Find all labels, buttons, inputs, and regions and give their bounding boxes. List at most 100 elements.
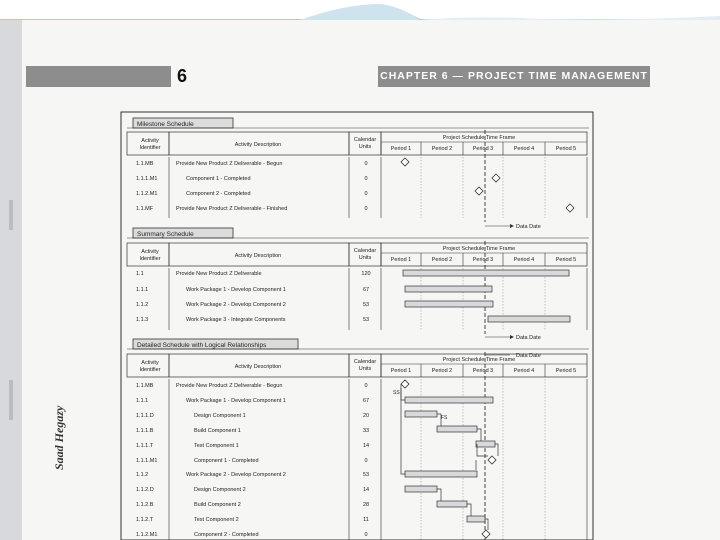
data-date-arrowhead [510, 224, 514, 228]
row-identifier: 1.1.1.B [136, 428, 154, 434]
header-calendar-units-2: Units [359, 144, 372, 150]
row-description: Provide New Product Z Deliverable - Fini… [176, 206, 287, 212]
row-description: Build Component 2 [194, 502, 241, 508]
data-date-label: Data Date [516, 224, 541, 230]
section-title: Summary Schedule [137, 231, 194, 238]
header-period-label: Period 5 [556, 146, 577, 152]
row-calendar-units: 67 [363, 287, 369, 293]
data-date-label: Data Date [516, 353, 541, 359]
row-calendar-units: 33 [363, 428, 369, 434]
detail-bar [466, 515, 486, 523]
row-calendar-units: 0 [364, 458, 367, 464]
dependency-connector [437, 413, 442, 426]
header-period-label: Period 1 [391, 257, 412, 263]
row-calendar-units: 14 [363, 443, 369, 449]
row-calendar-units: 14 [363, 487, 369, 493]
header-activity-identifier-1: Activity [141, 360, 159, 366]
row-description: Build Component 1 [194, 428, 241, 434]
row-calendar-units: 0 [364, 176, 367, 182]
header-period-label: Period 5 [556, 257, 577, 263]
row-identifier: 1.1.2.D [136, 487, 154, 493]
chapter-number: 6 [171, 65, 193, 88]
dependency-connector [485, 518, 489, 530]
row-calendar-units: 0 [364, 383, 367, 389]
row-identifier: 1.1.2.M1 [136, 532, 157, 538]
detail-bar [404, 485, 438, 493]
summary-bar [404, 300, 494, 308]
row-identifier: 1.1.1 [136, 287, 148, 293]
row-description: Design Component 1 [194, 413, 246, 419]
header-period-label: Period 1 [391, 146, 412, 152]
header-period-label: Period 2 [432, 368, 453, 374]
row-identifier: 1.1.2.B [136, 502, 154, 508]
link-label-fs: FS [441, 415, 448, 421]
header-time-frame: Project Schedule Time Frame [443, 135, 515, 141]
row-calendar-units: 67 [363, 398, 369, 404]
header-calendar-units-1: Calendar [354, 137, 376, 143]
row-identifier: 1.1.MB [136, 383, 154, 389]
row-identifier: 1.1.MB [136, 161, 154, 167]
row-calendar-units: 120 [361, 271, 370, 277]
row-description: Component 2 - Completed [186, 191, 251, 197]
row-identifier: 1.1.MF [136, 206, 154, 212]
row-identifier: 1.1.1.M1 [136, 458, 157, 464]
book-page: 6 CHAPTER 6 — PROJECT TIME MANAGEMENT [22, 20, 720, 540]
header-period-label: Period 3 [473, 146, 494, 152]
header-time-frame: Project Schedule Time Frame [443, 357, 515, 363]
row-description: Component 1 - Completed [194, 458, 259, 464]
detail-bar [436, 425, 478, 433]
row-calendar-units: 20 [363, 413, 369, 419]
row-description: Provide New Product Z Deliverable [176, 271, 262, 277]
summary-bar [402, 269, 570, 277]
row-description: Provide New Product Z Deliverable - Begu… [176, 383, 282, 389]
detail-bar [436, 500, 468, 508]
header-period-label: Period 4 [514, 368, 535, 374]
row-description: Design Component 2 [194, 487, 246, 493]
header-activity-identifier-2: Identifier [139, 256, 160, 262]
row-identifier: 1.1.1.D [136, 413, 154, 419]
header-time-frame: Project Schedule Time Frame [443, 246, 515, 252]
header-activity-identifier-1: Activity [141, 138, 159, 144]
header-period-label: Period 1 [391, 368, 412, 374]
row-identifier: 1.1.1.T [136, 443, 154, 449]
detail-bar [404, 470, 478, 478]
chapter-header-band-left [26, 66, 171, 87]
header-period-label: Period 2 [432, 146, 453, 152]
detail-bar [404, 396, 494, 404]
row-description: Work Package 3 - Integrate Components [186, 317, 286, 323]
header-period-label: Period 3 [473, 368, 494, 374]
dependency-connector [437, 488, 442, 501]
link-label-ss: SS [393, 390, 400, 396]
row-identifier: 1.1.2.T [136, 517, 154, 523]
row-identifier: 1.1.1 [136, 398, 148, 404]
row-calendar-units: 28 [363, 502, 369, 508]
detail-bar [404, 410, 438, 418]
data-date-arrowhead [510, 335, 514, 339]
row-description: Work Package 1 - Develop Component 1 [186, 398, 286, 404]
data-date-label: Data Date [516, 335, 541, 341]
header-period-label: Period 2 [432, 257, 453, 263]
row-identifier: 1.1.1.M1 [136, 176, 157, 182]
header-activity-identifier-2: Identifier [139, 145, 160, 151]
header-calendar-units-1: Calendar [354, 359, 376, 365]
dependency-connector [477, 428, 482, 441]
header-period-label: Period 5 [556, 368, 577, 374]
row-identifier: 1.1.2.M1 [136, 191, 157, 197]
section-title: Milestone Schedule [137, 121, 194, 128]
figure-frame [120, 111, 594, 540]
dependency-connector [400, 388, 405, 475]
row-calendar-units: 0 [364, 191, 367, 197]
header-activity-identifier-2: Identifier [139, 367, 160, 373]
chapter-title: CHAPTER 6 — PROJECT TIME MANAGEMENT [380, 70, 648, 82]
row-description: Work Package 2 - Develop Component 2 [186, 302, 286, 308]
row-calendar-units: 53 [363, 302, 369, 308]
milestone-diamond [565, 203, 575, 213]
header-activity-identifier-1: Activity [141, 249, 159, 255]
chapter-header-band-right [378, 66, 650, 87]
row-identifier: 1.1.2 [136, 472, 148, 478]
row-calendar-units: 0 [364, 532, 367, 538]
row-description: Work Package 2 - Develop Component 2 [186, 472, 286, 478]
row-calendar-units: 0 [364, 161, 367, 167]
row-calendar-units: 53 [363, 317, 369, 323]
